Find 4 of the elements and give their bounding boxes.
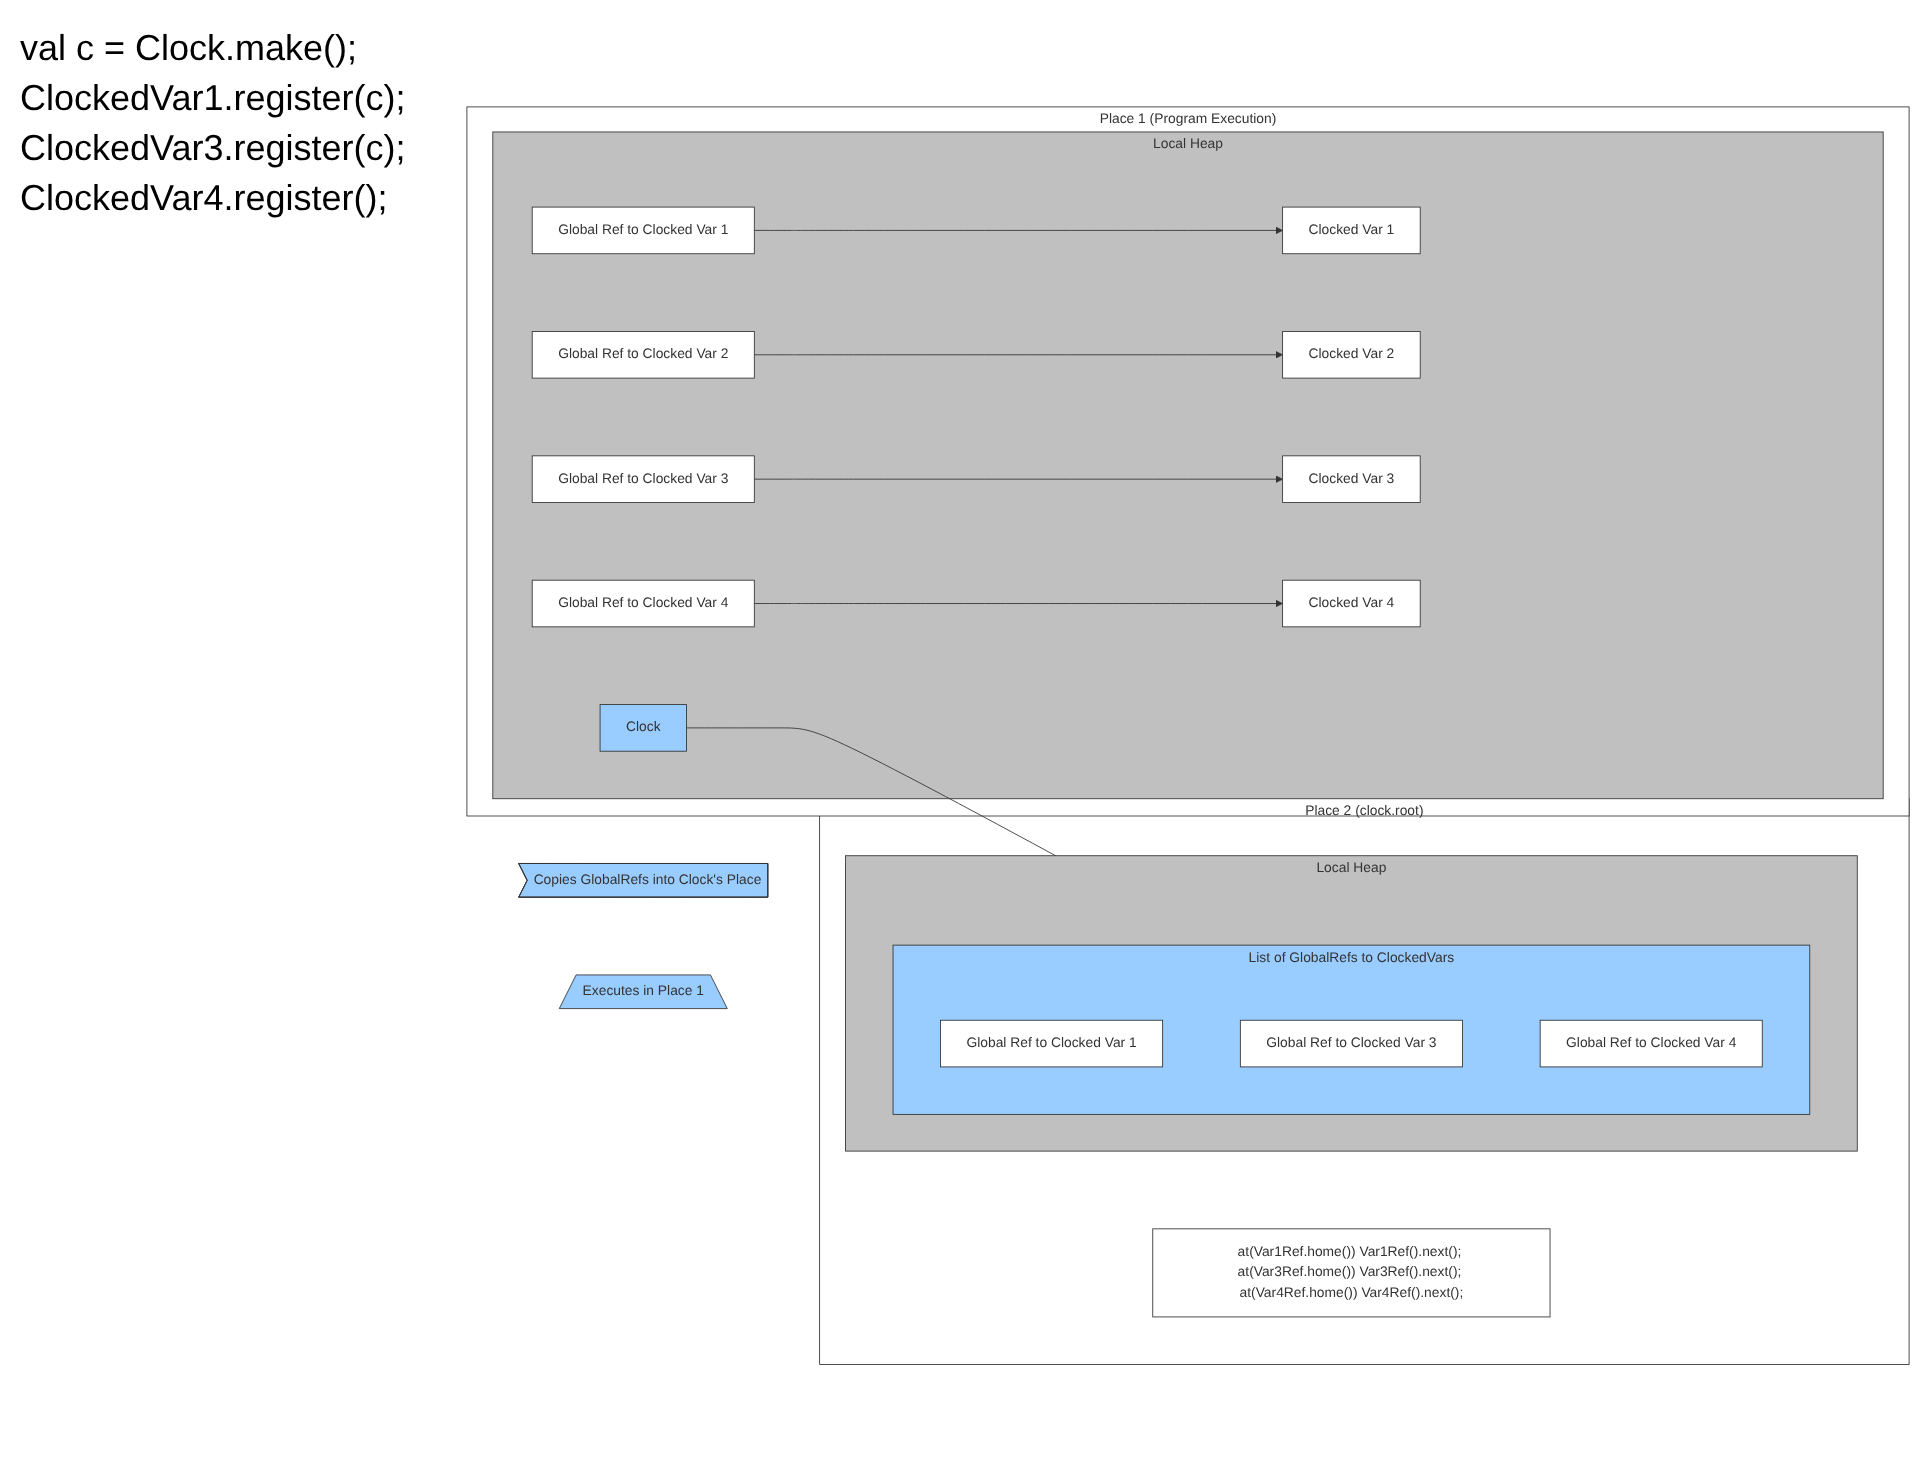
code-line: ClockedVar3.register(c); [20, 128, 408, 170]
code-line: val c = Clock.make(); [20, 28, 360, 70]
code-line: ClockedVar4.register(); [20, 178, 390, 220]
code-line: ClockedVar1.register(c); [20, 78, 408, 120]
